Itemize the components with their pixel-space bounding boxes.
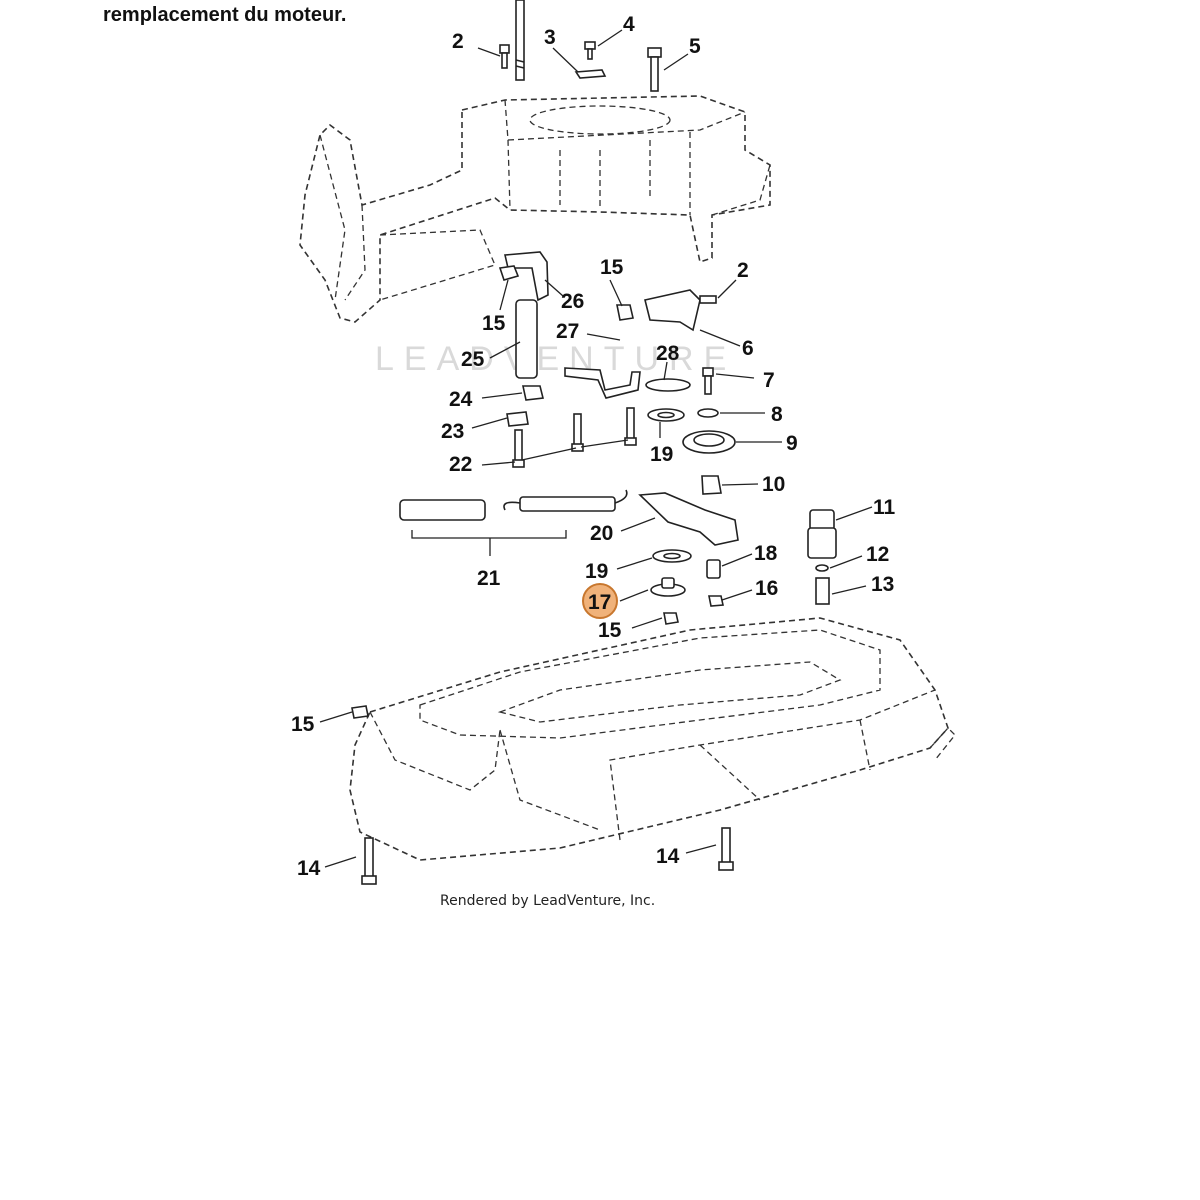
hub-17	[650, 577, 686, 597]
bolt-7	[702, 367, 714, 395]
sleeve-21	[399, 499, 486, 521]
nut-15-c	[663, 612, 679, 625]
bracket-21-leader	[411, 530, 567, 539]
mower-deck	[349, 617, 956, 861]
callout-19[interactable]: 19	[650, 443, 673, 466]
watermark-text: LEADVENTURE	[375, 340, 736, 378]
bracket-6	[644, 289, 701, 332]
callout-11[interactable]: 11	[873, 496, 896, 519]
header-note: remplacement du moteur.	[103, 4, 347, 26]
callout-23[interactable]: 23	[441, 420, 464, 443]
bolt-2-top	[499, 44, 510, 69]
arm-20	[638, 492, 739, 546]
spring-21	[503, 489, 628, 512]
callout-2[interactable]: 2	[452, 30, 464, 53]
callout-15[interactable]: 15	[291, 713, 315, 736]
leader-lines	[319, 29, 873, 868]
tractor-frame	[299, 95, 771, 323]
callout-15[interactable]: 15	[600, 256, 624, 279]
pulley-9	[682, 430, 736, 454]
callout-2[interactable]: 2	[737, 259, 749, 282]
callout-9[interactable]: 9	[786, 432, 798, 455]
clip-3	[574, 69, 607, 79]
oring-12	[815, 564, 829, 572]
callout-24[interactable]: 24	[449, 388, 473, 411]
callout-8[interactable]: 8	[771, 403, 783, 426]
bolt-14-right	[718, 827, 734, 871]
bolt-5	[647, 47, 662, 92]
bushing-10	[701, 475, 722, 495]
screw-4	[584, 41, 596, 60]
callout-25[interactable]: 25	[461, 348, 485, 371]
nut-15-d	[351, 705, 369, 719]
nut-15-a	[498, 265, 520, 281]
tube-25	[515, 299, 538, 379]
callout-17[interactable]: 17	[588, 591, 611, 614]
callout-18[interactable]: 18	[754, 542, 778, 565]
callout-21[interactable]: 21	[477, 567, 501, 590]
callout-20[interactable]: 20	[590, 522, 613, 545]
rod-27	[564, 367, 641, 399]
bearing-19-b	[652, 549, 692, 563]
callout-17-highlight[interactable]: 17	[582, 583, 618, 619]
highlight-circle	[582, 583, 618, 619]
callout-12[interactable]: 12	[866, 543, 889, 566]
washer-28	[645, 378, 691, 392]
callout-7[interactable]: 7	[763, 369, 775, 392]
callout-10[interactable]: 10	[762, 473, 785, 496]
bolts-22	[512, 407, 637, 468]
shaft-rod	[515, 0, 525, 81]
fitting-13	[815, 577, 830, 605]
spacer-18	[706, 559, 721, 579]
nut-16	[708, 595, 724, 607]
callout-4[interactable]: 4	[623, 13, 635, 36]
bolt-2-mid	[699, 295, 717, 304]
callout-14[interactable]: 14	[656, 845, 680, 868]
callout-6[interactable]: 6	[742, 337, 754, 360]
render-credit: Rendered by LeadVenture, Inc.	[440, 893, 655, 909]
bearing-19-a	[647, 408, 685, 422]
cap-11	[807, 509, 837, 559]
bolt-14-left	[361, 837, 377, 885]
callout-15[interactable]: 15	[598, 619, 622, 642]
callout-14[interactable]: 14	[297, 857, 321, 880]
callout-15[interactable]: 15	[482, 312, 506, 335]
callout-5[interactable]: 5	[689, 35, 701, 58]
callout-3[interactable]: 3	[544, 26, 556, 49]
callout-13[interactable]: 13	[871, 573, 894, 596]
nut-24	[522, 385, 544, 401]
washer-8	[697, 408, 719, 418]
nut-15-b	[616, 304, 634, 321]
callout-16[interactable]: 16	[755, 577, 778, 600]
callout-22[interactable]: 22	[449, 453, 472, 476]
callout-26[interactable]: 26	[561, 290, 584, 313]
callout-27[interactable]: 27	[556, 320, 579, 343]
callout-28[interactable]: 28	[656, 342, 680, 365]
callout-19[interactable]: 19	[585, 560, 608, 583]
spacer-23	[506, 411, 529, 427]
callout-numbers: 2 3 4 5 15 2 26 15 27 6 25 28 7 24 8 23 …	[291, 13, 896, 880]
